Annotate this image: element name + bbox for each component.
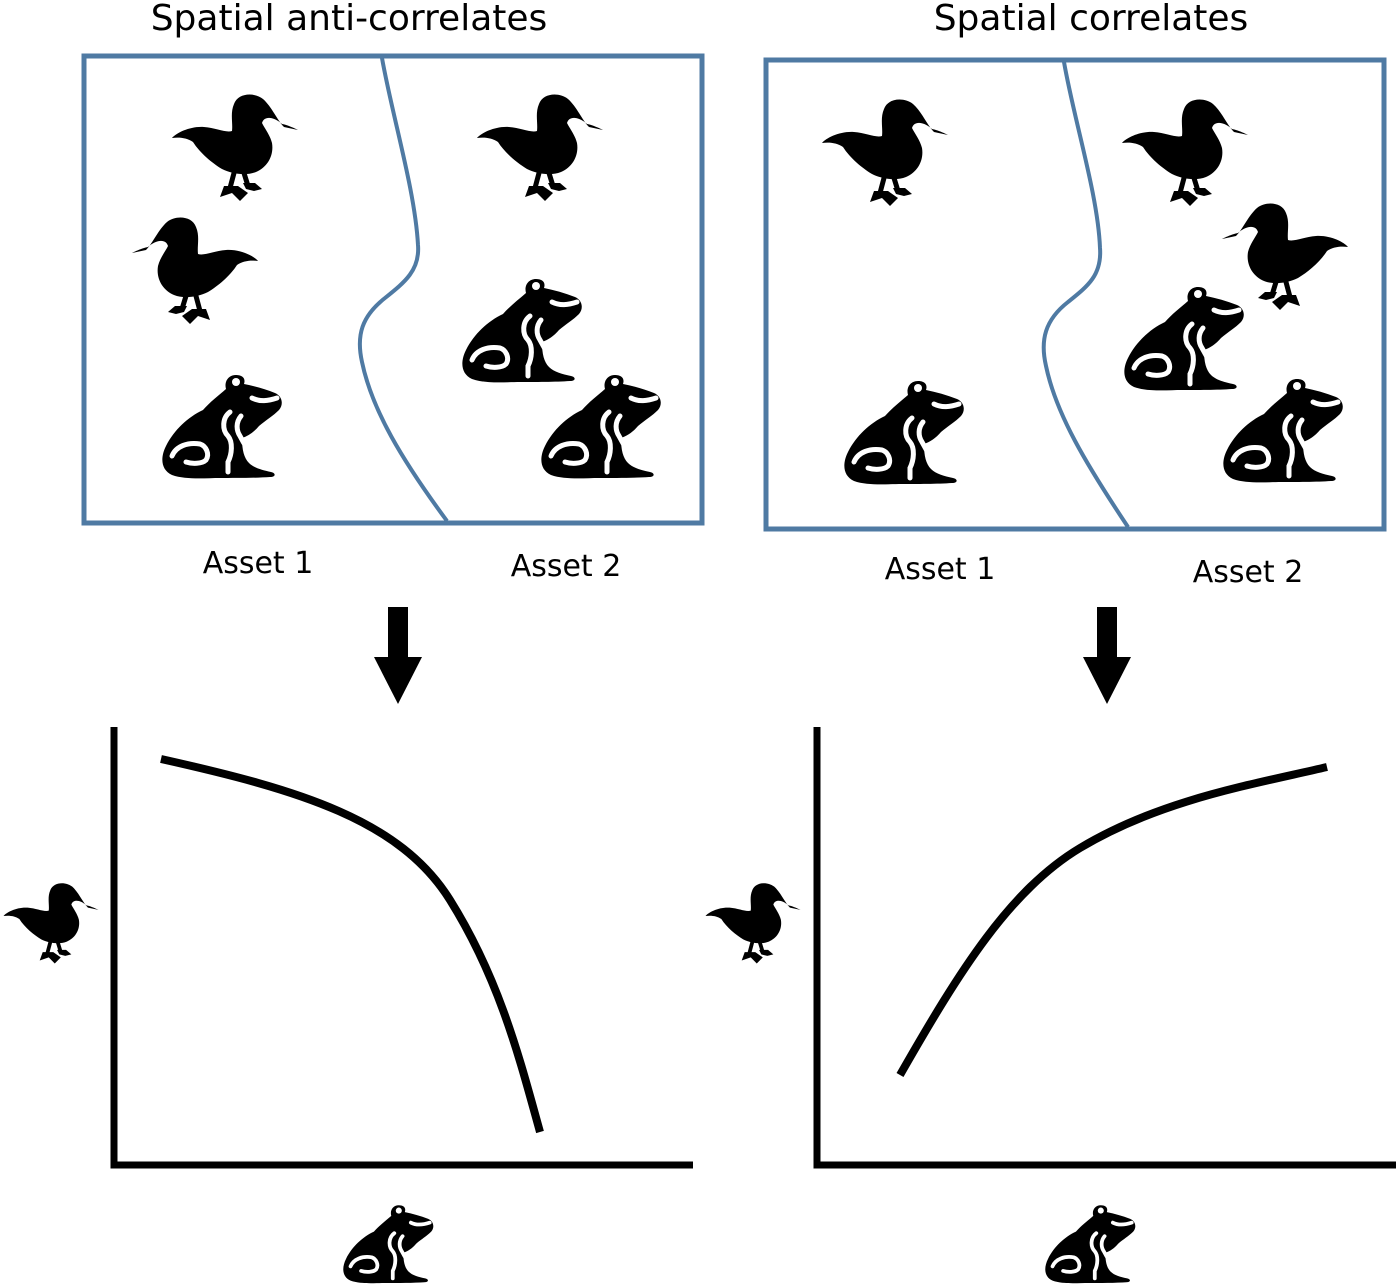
duck-icon <box>132 218 258 324</box>
duck-icon <box>704 882 802 965</box>
frog-icon <box>462 279 581 382</box>
plot-axes <box>110 727 693 1169</box>
duck-icon <box>477 95 603 201</box>
frog-icon <box>1124 287 1243 390</box>
panel-anti-correlates: Spatial anti-correlates Asset 1 Asset 2 <box>81 0 705 584</box>
panel-title: Spatial anti-correlates <box>151 0 548 39</box>
landscape-frame <box>763 57 1387 532</box>
duck-icon <box>2 882 100 965</box>
frog-icon <box>162 375 281 478</box>
duck-icon <box>172 95 298 201</box>
panel-correlates: Spatial correlates Asset 1 Asset 2 <box>763 0 1387 590</box>
plot-negative <box>2 727 693 1286</box>
down-arrow-left <box>374 607 422 704</box>
synergy-curve <box>896 763 1328 1077</box>
frog-icon <box>341 1203 436 1286</box>
frog-icon <box>844 381 963 484</box>
duck-icon <box>1222 204 1348 310</box>
asset-boundary <box>357 57 449 523</box>
asset1-label: Asset 1 <box>203 546 314 581</box>
down-arrow-right <box>1083 607 1131 704</box>
trade-off-curve <box>160 755 544 1134</box>
frog-icon <box>1223 379 1342 482</box>
plot-axes <box>813 727 1396 1169</box>
duck-icon <box>822 100 948 206</box>
asset2-label: Asset 2 <box>1193 555 1304 590</box>
landscape-frame <box>81 53 705 526</box>
plot-positive <box>704 727 1396 1286</box>
duck-icon <box>1122 100 1248 206</box>
panel-title: Spatial correlates <box>934 0 1249 39</box>
asset-boundary <box>1041 61 1130 529</box>
frog-icon <box>1043 1203 1138 1286</box>
frog-icon <box>541 375 660 478</box>
asset1-label: Asset 1 <box>885 552 996 587</box>
asset2-label: Asset 2 <box>511 549 622 584</box>
